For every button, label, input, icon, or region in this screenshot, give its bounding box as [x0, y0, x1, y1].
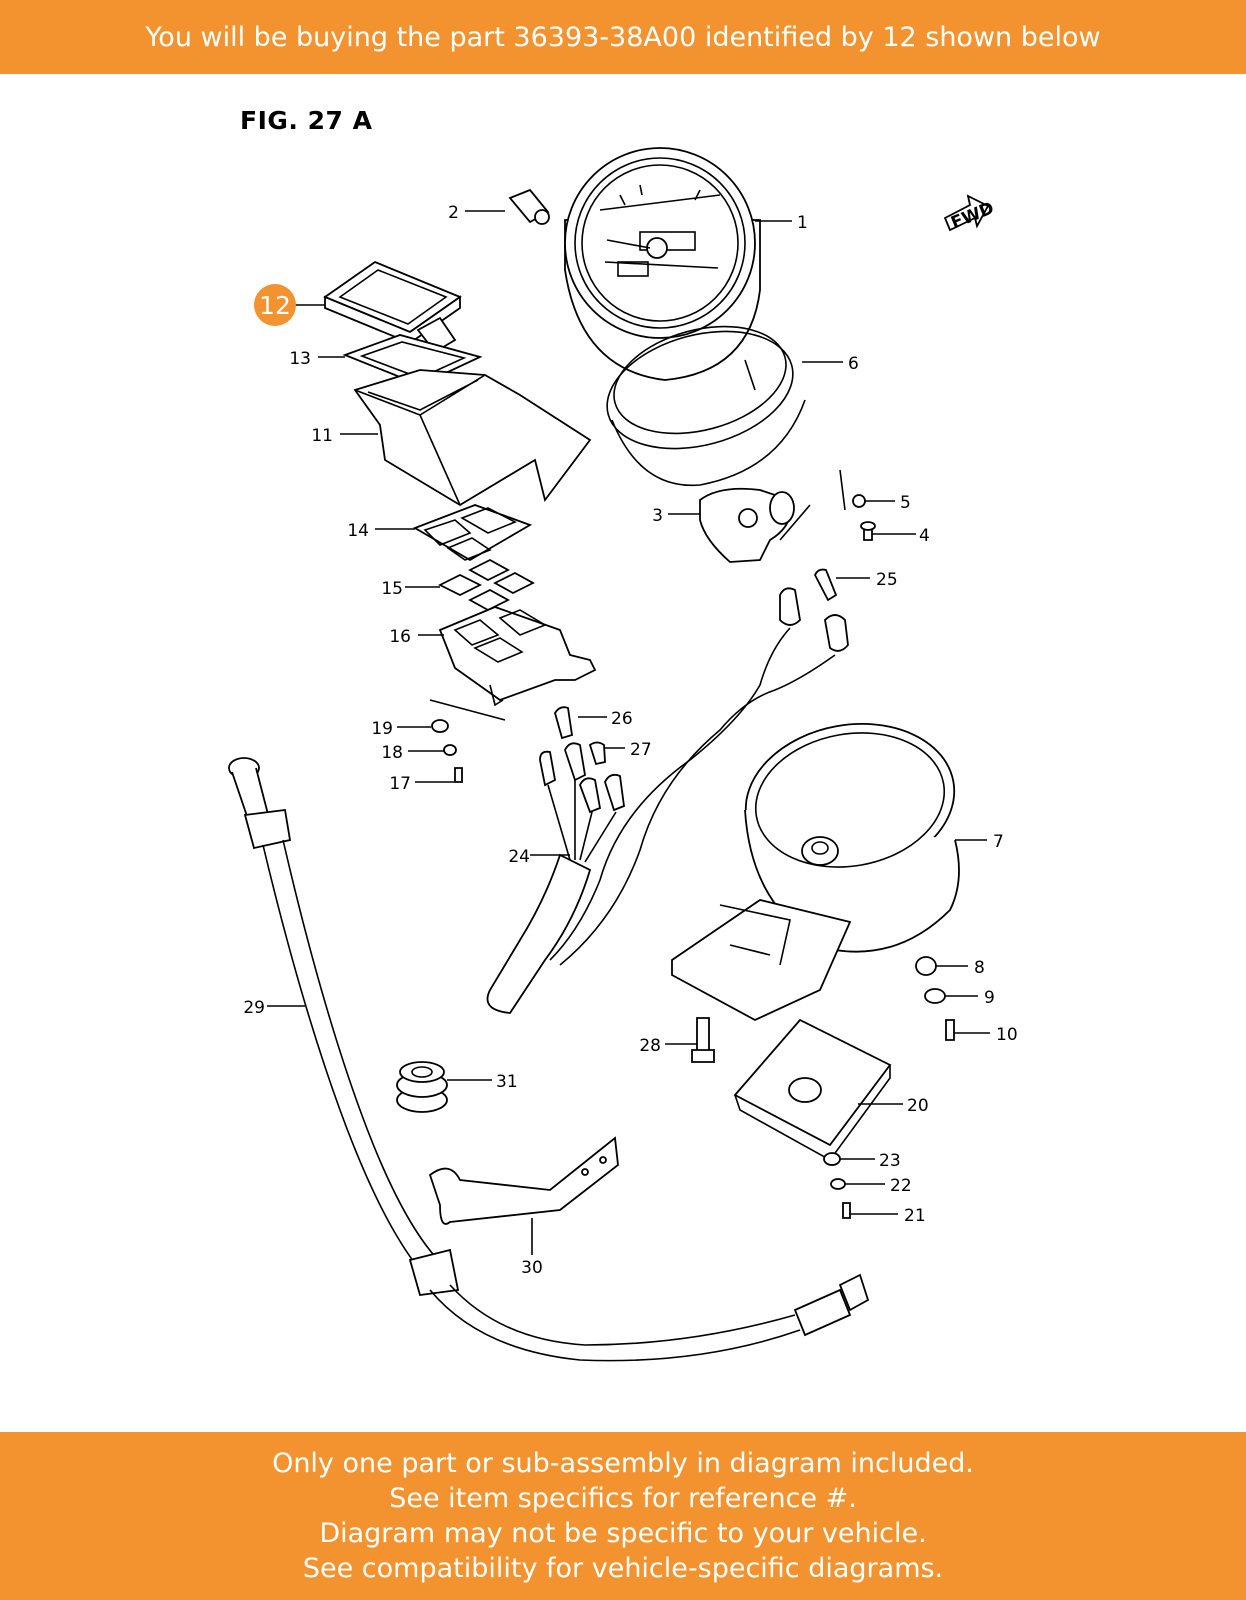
callout-21: 21: [904, 1206, 926, 1226]
filters-15-drawing: [437, 558, 535, 612]
callout-5: 5: [900, 493, 911, 513]
callout-31: 31: [496, 1072, 518, 1092]
bottom-banner-line: Diagram may not be specific to your vehi…: [319, 1518, 927, 1549]
callout-23: 23: [879, 1151, 901, 1171]
speedometer-ring-drawing: [606, 325, 806, 487]
callout-10: 10: [996, 1025, 1018, 1045]
callout-3: 3: [652, 506, 663, 526]
fasteners-4-5-drawing: [852, 494, 876, 541]
callout-2: 2: [448, 203, 459, 223]
callout-15: 15: [381, 579, 403, 599]
callout-29: 29: [243, 998, 265, 1018]
bolt-28-drawing: [691, 1017, 715, 1063]
lamp-holder-16-drawing: [429, 606, 597, 721]
cover-20-drawing: [733, 1018, 892, 1162]
speedo-gear-3-drawing: [699, 469, 846, 563]
callout-27: 27: [630, 740, 652, 760]
meter-case-7-drawing: [671, 723, 960, 1022]
fasteners-8-10-drawing: [915, 956, 955, 1041]
bulb-25-drawing: [814, 568, 838, 602]
callout-7: 7: [993, 832, 1004, 852]
callout-18: 18: [381, 743, 403, 763]
callout-19: 19: [371, 719, 393, 739]
callout-16: 16: [389, 627, 411, 647]
callout-13: 13: [289, 349, 311, 369]
figure-title: FIG. 27 A: [240, 106, 373, 135]
indicator-lens-12-drawing: [323, 260, 462, 354]
callout-11: 11: [311, 426, 333, 446]
callout-17: 17: [389, 774, 411, 794]
indicator-housing-11-drawing: [353, 369, 592, 507]
bulbs-26-27-drawing: [554, 706, 606, 766]
fasteners-21-23-drawing: [823, 1152, 851, 1219]
highlight-badge-12: 12: [254, 284, 296, 326]
callout-28: 28: [639, 1036, 661, 1056]
top-banner-text: You will be buying the part 36393-38A00 …: [145, 21, 1101, 53]
callout-12: 12: [259, 291, 291, 320]
callout-26: 26: [611, 709, 633, 729]
callout-20: 20: [907, 1096, 929, 1116]
callout-24: 24: [508, 847, 530, 867]
callout-6: 6: [848, 354, 859, 374]
fasteners-17-19-drawing: [431, 719, 463, 783]
bottom-banner-line: See compatibility for vehicle-specific d…: [302, 1553, 944, 1584]
callout-22: 22: [890, 1176, 912, 1196]
plate-14-drawing: [412, 504, 533, 562]
callout-labels: 2 1 6 13 11 14 15 16 19 18 17 3 5 4 25 2…: [243, 203, 1017, 1278]
leader-lines: [267, 210, 990, 1255]
bottom-banner: Only one part or sub-assembly in diagram…: [0, 1432, 1246, 1600]
callout-25: 25: [876, 570, 898, 590]
grommet-31-drawing: [396, 1061, 448, 1113]
parts-diagram: FWD: [228, 147, 1018, 1362]
bulb-socket-2-drawing: [508, 188, 550, 225]
fwd-arrow-icon: FWD: [943, 194, 997, 234]
callout-4: 4: [919, 526, 930, 546]
speedometer-cable-29-drawing: [228, 757, 870, 1362]
speedometer-drawing: [564, 147, 761, 391]
callout-30: 30: [521, 1258, 543, 1278]
wiring-harness-24-drawing: [486, 587, 849, 1014]
highlight-circle: [254, 284, 296, 326]
callout-14: 14: [347, 521, 369, 541]
bottom-banner-line: Only one part or sub-assembly in diagram…: [272, 1448, 974, 1479]
bottom-banner-line: See item specifics for reference #.: [389, 1483, 857, 1514]
bracket-30-drawing: [428, 1136, 619, 1225]
callout-9: 9: [984, 988, 995, 1008]
callout-8: 8: [974, 958, 985, 978]
top-banner: You will be buying the part 36393-38A00 …: [0, 0, 1246, 74]
callout-1: 1: [797, 213, 808, 233]
